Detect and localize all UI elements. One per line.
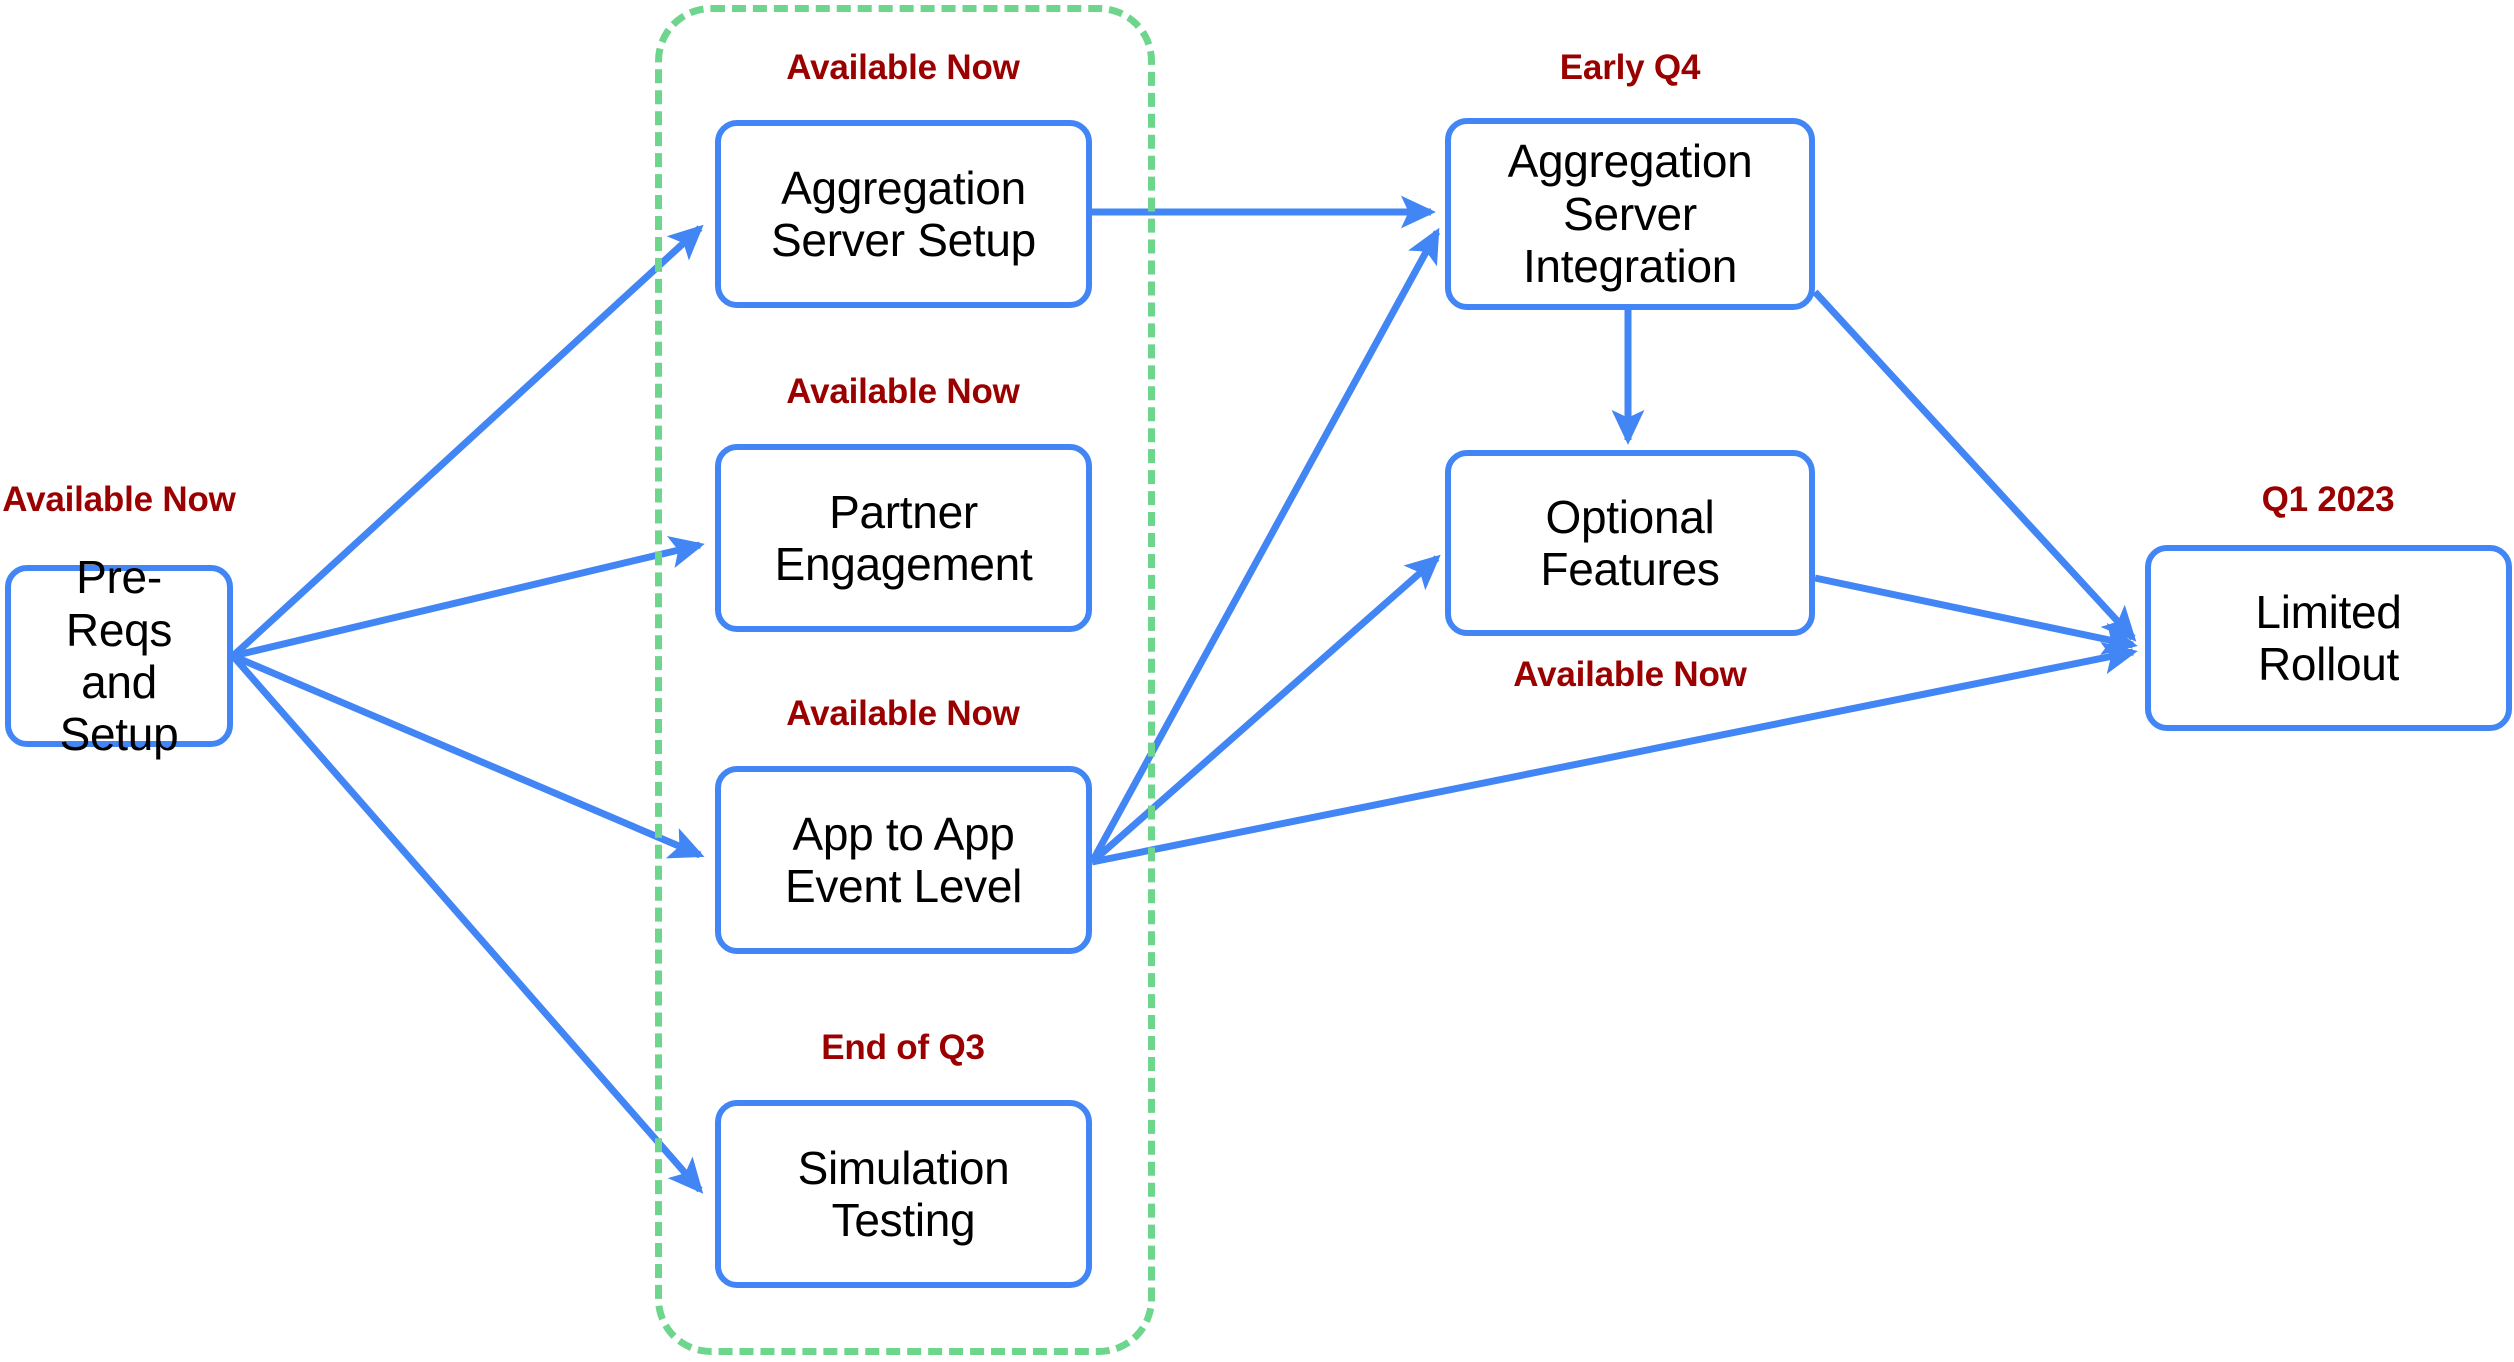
node-pre-reqs[interactable]: Pre-Reqs and Setup [5,551,233,760]
node-aggregation-server-setup[interactable]: Aggregation Server Setup [715,120,1092,308]
node-optional-features-label: Optional Features [1540,490,1720,595]
node-simulation-testing-label: Simulation Testing [797,1141,1010,1246]
edge-prereqs-to-simulation-testing [230,653,704,1194]
edge-optional-features-to-limited-rollout [1814,574,2138,655]
timing-label-optional-features: Available Now [1513,655,1747,694]
timing-label-partner-engagement: Available Now [786,372,1020,411]
node-app-to-app-event-level[interactable]: App to App Event Level [715,766,1092,954]
node-pre-reqs-label: Pre-Reqs and Setup [59,551,179,761]
edge-aggregation-server-integration-to-limited-rollout [1812,289,2137,642]
node-aggregation-server-setup-label: Aggregation Server Setup [771,161,1036,266]
node-limited-rollout[interactable]: Limited Rollout [2145,545,2512,731]
timing-label-app-to-app-event-level: Available Now [786,694,1020,733]
timing-label-simulation-testing: End of Q3 [821,1028,985,1067]
edge-prereqs-to-app-to-app-event-level [231,652,705,859]
node-limited-rollout-label: Limited Rollout [2255,585,2402,690]
timing-label-pre-reqs: Available Now [2,480,236,519]
dashed-phase-group [655,5,1155,1355]
timing-label-aggregation-server-setup: Available Now [786,48,1020,87]
node-app-to-app-event-level-label: App to App Event Level [784,807,1023,912]
edge-prereqs-to-partner-engagement [232,535,705,660]
edge-prereqs-to-aggregation-server-setup [230,224,704,659]
timing-label-aggregation-server-integration: Early Q4 [1559,48,1701,87]
node-optional-features[interactable]: Optional Features [1445,450,1815,636]
node-partner-engagement[interactable]: Partner Engagement [715,444,1092,632]
timing-label-limited-rollout: Q1 2023 [2261,480,2395,519]
node-simulation-testing[interactable]: Simulation Testing [715,1100,1092,1288]
node-partner-engagement-label: Partner Engagement [774,485,1033,590]
node-aggregation-server-integration[interactable]: Aggregation Server Integration [1445,118,1815,310]
node-aggregation-server-integration-label: Aggregation Server Integration [1507,135,1753,293]
